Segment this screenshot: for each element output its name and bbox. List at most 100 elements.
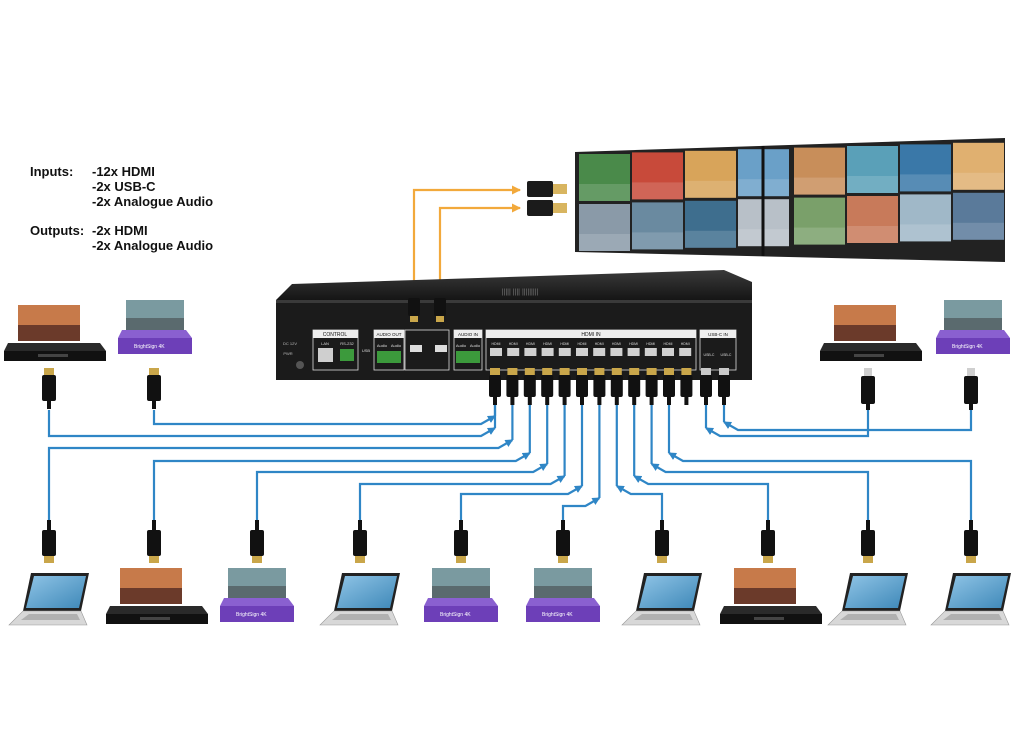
hdmi-plug-icon <box>628 368 641 405</box>
input-cable <box>152 410 496 426</box>
rs232-label: RS-232 <box>340 341 354 346</box>
usbc-in-label: USB-C IN <box>708 332 728 337</box>
audio-label: Audio <box>391 343 402 348</box>
wall-tile <box>685 200 736 248</box>
usbc-port-label: USB-C <box>704 353 715 357</box>
hdmi-plug-icon <box>761 520 775 563</box>
usbc-plug-icon <box>718 368 730 405</box>
power-label: DC 12V <box>283 341 297 346</box>
hdmi-in-port <box>507 348 520 356</box>
input-cable <box>615 485 664 530</box>
hdmi-in-port <box>610 348 623 356</box>
source-devices: BrightSign 4K BrightSign 4K BrightSign 4K B… <box>4 300 1011 626</box>
hdmi-port-label: HDMI <box>526 342 535 346</box>
audio-in-port <box>456 351 480 363</box>
input-cable <box>459 485 583 530</box>
brand-label: BrightSign 4K <box>542 612 573 618</box>
hdmi-plug-icon <box>489 368 501 405</box>
hdmi-plug-icon <box>663 368 675 405</box>
hdmi-plug-icon <box>454 520 468 563</box>
bluray-player-icon <box>720 568 822 624</box>
wall-tile <box>900 144 951 192</box>
audio-out-port <box>377 351 401 363</box>
hdmi-port-label: HDMI <box>492 342 501 346</box>
audio-in-label: AUDIO IN <box>458 332 478 337</box>
hdmi-in-port <box>644 348 657 356</box>
hdmi-in-port <box>490 348 502 356</box>
media-player-icon: BrightSign 4K <box>118 300 192 354</box>
laptop-icon <box>930 573 1011 626</box>
hdmi-plug-icon <box>527 181 567 197</box>
wall-tile <box>794 147 845 195</box>
media-player-icon: BrightSign 4K <box>526 568 600 622</box>
pwr-label: PWR <box>283 351 292 356</box>
hdmi-port-label: HDMI <box>509 342 518 346</box>
usbc-plug-icon <box>964 368 978 410</box>
input-cable <box>358 475 566 530</box>
video-wall <box>575 138 1005 262</box>
audio-label: Audio <box>456 343 467 348</box>
input-cable <box>705 410 870 438</box>
wall-tile <box>794 197 845 245</box>
spec-list: Inputs: -12x HDMI -2x USB-C -2x Analogue… <box>30 164 213 253</box>
hdmi-plug-icon <box>558 368 571 405</box>
device-input-plugs <box>408 298 730 405</box>
hdmi-port-label: HDMI <box>612 342 621 346</box>
input-cable <box>255 463 549 530</box>
hdmi-output-cables <box>412 181 567 300</box>
input-cable <box>152 452 531 530</box>
hdmi-plug-icon <box>556 520 570 563</box>
hdmi-plug-icon <box>408 298 420 316</box>
hdmi-out-section <box>404 329 450 371</box>
hdmi-out-port <box>410 345 422 352</box>
hdmi-port-label: HDMI <box>681 342 690 346</box>
laptop-icon <box>621 573 702 626</box>
outputs-label: Outputs: <box>30 223 85 238</box>
hdmi-in-port <box>662 348 674 356</box>
lan-port <box>318 348 333 362</box>
lan-label: LAN <box>321 341 329 346</box>
hdmi-plug-icon <box>861 520 875 563</box>
wall-tile <box>847 146 898 193</box>
hdmi-in-port <box>541 348 554 356</box>
wall-tile <box>579 204 630 251</box>
hdmi-plug-icon <box>250 520 264 563</box>
audio-label: Audio <box>470 343 481 348</box>
matrix-switcher: ||||| |||| ||||||||| DC 12V PWR CONTROL LAN… <box>276 270 752 380</box>
bluray-player-icon <box>820 305 922 361</box>
hdmi-plug-icon <box>147 368 161 409</box>
hdmi-port-label: HDMI <box>595 342 604 346</box>
input-cable <box>47 410 496 438</box>
input-spec: -2x USB-C <box>92 179 156 194</box>
hdmi-plug-icon <box>680 368 693 405</box>
hdmi-port-label: HDMI <box>560 342 569 346</box>
hdmi-plug-icon <box>655 520 669 563</box>
hdmi-port-label: HDMI <box>629 342 638 346</box>
usbc-port-label: USB-C <box>721 353 732 357</box>
hdmi-plug-icon <box>541 368 554 405</box>
power-jack <box>296 361 304 369</box>
hdmi-in-port <box>627 348 640 356</box>
usbc-plug-icon <box>700 368 712 405</box>
media-player-icon: BrightSign 4K <box>936 300 1010 354</box>
wall-tile <box>953 142 1004 190</box>
input-spec: -12x HDMI <box>92 164 155 179</box>
hdmi-plug-icon <box>610 368 623 405</box>
hdmi-in-port <box>524 348 537 356</box>
hdmi-in-port <box>593 348 606 356</box>
hdmi-plug-icon <box>506 368 519 405</box>
audio-label: Audio <box>377 343 388 348</box>
wall-tile <box>579 154 630 201</box>
hdmi-in-port <box>576 348 588 356</box>
brand-label: BrightSign 4K <box>952 344 983 350</box>
svg-text:||||| |||| |||||||||: ||||| |||| ||||||||| <box>502 289 539 296</box>
hdmi-port-label: HDMI <box>543 342 552 346</box>
wall-tile <box>685 150 736 198</box>
hdmi-in-label: HDMI IN <box>581 332 601 338</box>
brand-label: BrightSign 4K <box>236 612 267 618</box>
hdmi-port-label: HDMI <box>646 342 655 346</box>
audio-out-label: AUDIO OUT <box>376 332 401 337</box>
control-label: CONTROL <box>323 332 348 338</box>
outputs-row: Outputs: -2x HDMI -2x Analogue Audio <box>30 223 213 253</box>
